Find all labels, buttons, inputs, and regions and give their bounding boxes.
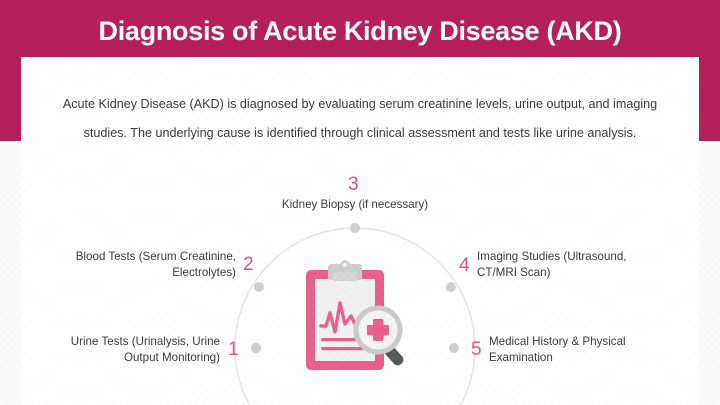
step-number-3: 3 [348,174,359,195]
step-number-2: 2 [243,254,254,275]
ring-dot-1 [251,343,261,353]
clipboard-clip-ring-inner [342,262,348,268]
step-label-2: Blood Tests (Serum Creatinine, Electroly… [75,250,236,279]
step-label-4: Imaging Studies (Ultrasound, CT/MRI Scan… [477,250,627,279]
page-title: Diagnosis of Acute Kidney Disease (AKD) [98,16,622,46]
clipboard-magnifier-icon [306,260,404,370]
intro-paragraph: Acute Kidney Disease (AKD) is diagnosed … [62,97,658,140]
cross-horizontal [367,325,389,336]
ring-dot-3 [350,223,360,233]
ring-dot-5 [449,343,459,353]
step-number-4: 4 [459,255,470,276]
step-label-5: Medical History & Physical Examination [489,335,626,364]
ring-dot-2 [254,282,264,292]
step-label-1: Urine Tests (Urinalysis, Urine Output Mo… [70,335,220,364]
step-number-5: 5 [471,339,482,360]
step-ring [234,223,476,405]
clipboard-clip-inner [333,272,357,281]
step-label-3: Kidney Biopsy (if necessary) [281,198,429,211]
ring-dot-4 [446,282,456,292]
paper-line-2 [321,347,365,351]
paper-line-1 [321,338,365,342]
step-number-1: 1 [228,339,239,360]
